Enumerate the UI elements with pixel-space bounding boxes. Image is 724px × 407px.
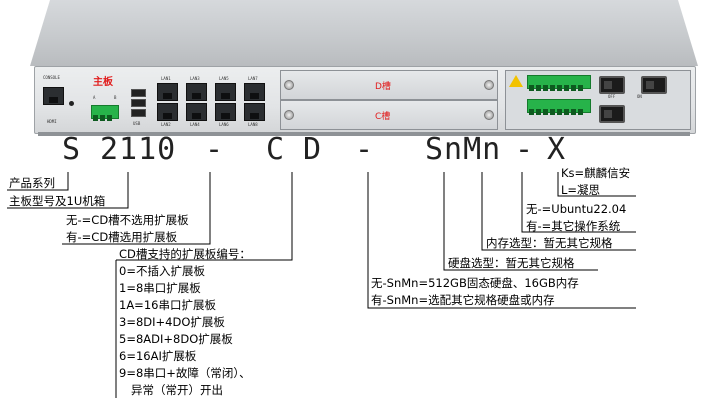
product-series-label: 产品系列: [9, 176, 55, 190]
console-port: [43, 87, 64, 105]
model-slot-c: C: [266, 132, 286, 167]
lan1-port: [157, 83, 178, 101]
expansion-item: 1A=16串口扩展板: [119, 298, 216, 312]
board-model-label: 主板型号及1U机箱: [9, 194, 106, 208]
terminal-block-bottom: [527, 99, 591, 115]
chassis-base: [38, 132, 690, 136]
lan4-port: [186, 103, 207, 121]
leader-os: [521, 172, 636, 233]
leader-expansion: [116, 172, 293, 261]
usb-port-1: [131, 89, 146, 97]
device-chassis: CONSOLE HDMI 主板 A B USB LAN1 LAN3 LAN5 L…: [30, 0, 698, 136]
expansion-item: 3=8DI+4DO扩展板: [119, 315, 225, 329]
slot-d-bay: [280, 70, 498, 100]
power-switch-top: [599, 76, 625, 94]
lan6-port: [215, 103, 236, 121]
expansion-board-list: CD槽支持的扩展板编号： 0=不插入扩展板 1=8串口扩展板 1A=16串口扩展…: [119, 246, 251, 399]
lan2-label: LAN2: [161, 122, 171, 127]
terminal-b-label: B: [114, 95, 117, 100]
disk-selection-label: 硬盘选型：暂无其它规格: [448, 256, 575, 270]
power-switch-bottom: [599, 105, 625, 123]
storage-used-label: 有-SnMn=选配其它规格硬盘或内存: [371, 293, 555, 307]
lan6-label: LAN6: [219, 122, 229, 127]
storage-none-label: 无-SnMn=512GB固态硬盘、16GB内存: [371, 276, 579, 290]
screw-icon: [484, 110, 494, 120]
os-used-label: 有-=其它操作系统: [526, 219, 621, 233]
lan3-port: [186, 83, 207, 101]
lan7-port: [244, 83, 265, 101]
leader-memory: [481, 172, 636, 251]
slot-c-label: C槽: [375, 112, 391, 122]
led-indicator: [69, 101, 74, 106]
expansion-item: 异常（常开）开出: [131, 383, 223, 397]
usb-port-2: [131, 99, 146, 107]
lan1-label: LAN1: [161, 76, 171, 81]
expansion-item: 9=8串口+故障（常闭）、: [119, 366, 251, 380]
terminal-a-label: A: [93, 95, 96, 100]
screw-icon: [284, 80, 294, 90]
screw-icon: [284, 110, 294, 120]
model-storage: SnMn: [425, 132, 502, 167]
lan2-port: [157, 103, 178, 121]
slot-d-label: D槽: [375, 82, 391, 92]
model-dash-1: -: [205, 132, 225, 167]
usb-label: USB: [133, 121, 141, 126]
lan7-label: LAN7: [248, 76, 258, 81]
console-label: CONSOLE: [43, 75, 60, 80]
leader-os-variants: [557, 172, 636, 197]
model-os: X: [547, 132, 567, 167]
hdmi-label: HDMI: [47, 119, 57, 124]
cd-slot-none-label: 无-=CD槽不选用扩展板: [66, 213, 189, 227]
model-slot-d: D: [303, 132, 323, 167]
chassis-top-cover: [30, 0, 698, 66]
lan4-label: LAN4: [190, 122, 200, 127]
leader-cd-slot: [62, 172, 211, 245]
leader-series: [7, 172, 69, 191]
lan5-port: [215, 83, 236, 101]
os-variant-l-label: L=凝思: [561, 183, 601, 197]
expansion-item: 0=不插入扩展板: [119, 264, 205, 278]
lan8-label: LAN8: [248, 122, 258, 127]
lan8-port: [244, 103, 265, 121]
model-dash-2: -: [355, 132, 375, 167]
model-series: S: [62, 132, 82, 167]
mainboard-label: 主板: [93, 77, 113, 88]
expansion-header: CD槽支持的扩展板编号：: [119, 247, 251, 261]
lan5-label: LAN5: [219, 76, 229, 81]
expansion-item: 6=16AI扩展板: [119, 349, 197, 363]
leader-storage: [367, 172, 636, 309]
terminal-block-top: [527, 75, 591, 91]
power-terminal-block: [91, 105, 119, 121]
usb-port-3: [131, 109, 146, 117]
leader-disk: [443, 172, 598, 271]
on-label: ON: [637, 94, 642, 99]
slot-c-bay: [280, 100, 498, 130]
os-variant-ks-label: Ks=麒麟信安: [561, 166, 631, 180]
os-none-label: 无-=Ubuntu22.04: [526, 202, 627, 216]
memory-selection-label: 内存选型：暂无其它规格: [486, 236, 613, 250]
lan3-label: LAN3: [190, 76, 200, 81]
model-dash-3: -: [515, 132, 535, 167]
leader-board: [7, 172, 129, 209]
off-label: OFF: [608, 94, 616, 99]
model-board: 2110: [100, 132, 177, 167]
cd-slot-used-label: 有-=CD槽选用扩展板: [66, 230, 178, 244]
front-panel: CONSOLE HDMI 主板 A B USB LAN1 LAN3 LAN5 L…: [34, 66, 696, 134]
power-switch-right: [641, 76, 667, 94]
expansion-item: 1=8串口扩展板: [119, 281, 201, 295]
expansion-item: 5=8ADI+8DO扩展板: [119, 332, 233, 346]
screw-icon: [484, 80, 494, 90]
